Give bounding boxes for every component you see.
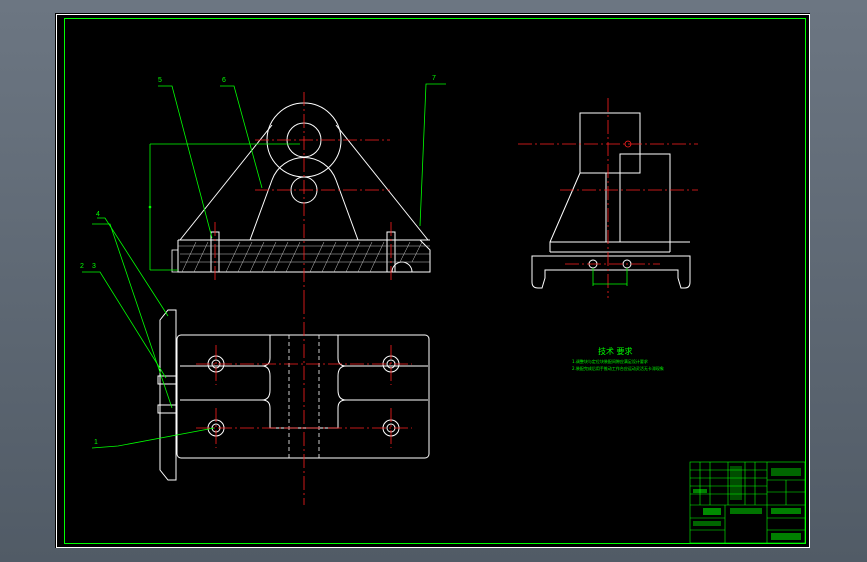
- callout-5: 5: [158, 77, 162, 84]
- front-inner-arch: [249, 156, 359, 241]
- callout-numbers: 1 2 3 4 5 6 7: [80, 75, 436, 446]
- callout-3: 3: [92, 263, 96, 270]
- side-body: [549, 153, 671, 252]
- front-dimension: [149, 143, 300, 271]
- front-hatch-diagonals: [181, 241, 423, 273]
- title-block: [689, 461, 806, 544]
- callout-7: 7: [432, 75, 436, 82]
- top-bolt-holes: [207, 355, 400, 437]
- drawing-sheet: [55, 13, 810, 548]
- outer-border: [56, 14, 810, 548]
- side-centerlines: [518, 98, 698, 298]
- side-view: [531, 112, 691, 289]
- side-top-block: [579, 112, 641, 174]
- top-centerlines: [196, 300, 412, 505]
- top-side-bracket: [159, 309, 177, 481]
- top-view: [157, 309, 430, 481]
- technical-requirement-line-1: 1.调整块与定位块装配间隙应满足设计要求: [572, 359, 648, 364]
- side-base: [531, 255, 691, 289]
- technical-requirement-line-2: 2.装配完成后用手推动工作台应运动灵活无卡滞现象: [572, 366, 664, 371]
- side-bolt-upper: [157, 375, 177, 385]
- top-plate: [176, 334, 430, 459]
- front-body-outline-right: [335, 124, 429, 241]
- top-lug-middle: [261, 365, 347, 401]
- front-left-pad: [171, 249, 179, 273]
- side-bolt-lower: [157, 404, 177, 414]
- dimension-mark: [148, 205, 152, 209]
- callout-4: 4: [96, 211, 100, 218]
- side-pin-hole: [624, 140, 632, 148]
- technical-requirements-title: 技术 要求: [598, 347, 633, 356]
- side-dimension: [592, 268, 628, 286]
- leader-lines: [82, 83, 446, 449]
- front-body-outline: [179, 124, 273, 241]
- callout-2: 2: [80, 263, 84, 270]
- front-centerlines: [214, 92, 392, 300]
- inner-border: [64, 18, 806, 544]
- callout-6: 6: [222, 77, 226, 84]
- callout-1: 1: [94, 439, 98, 446]
- title-block-marks: [693, 466, 801, 540]
